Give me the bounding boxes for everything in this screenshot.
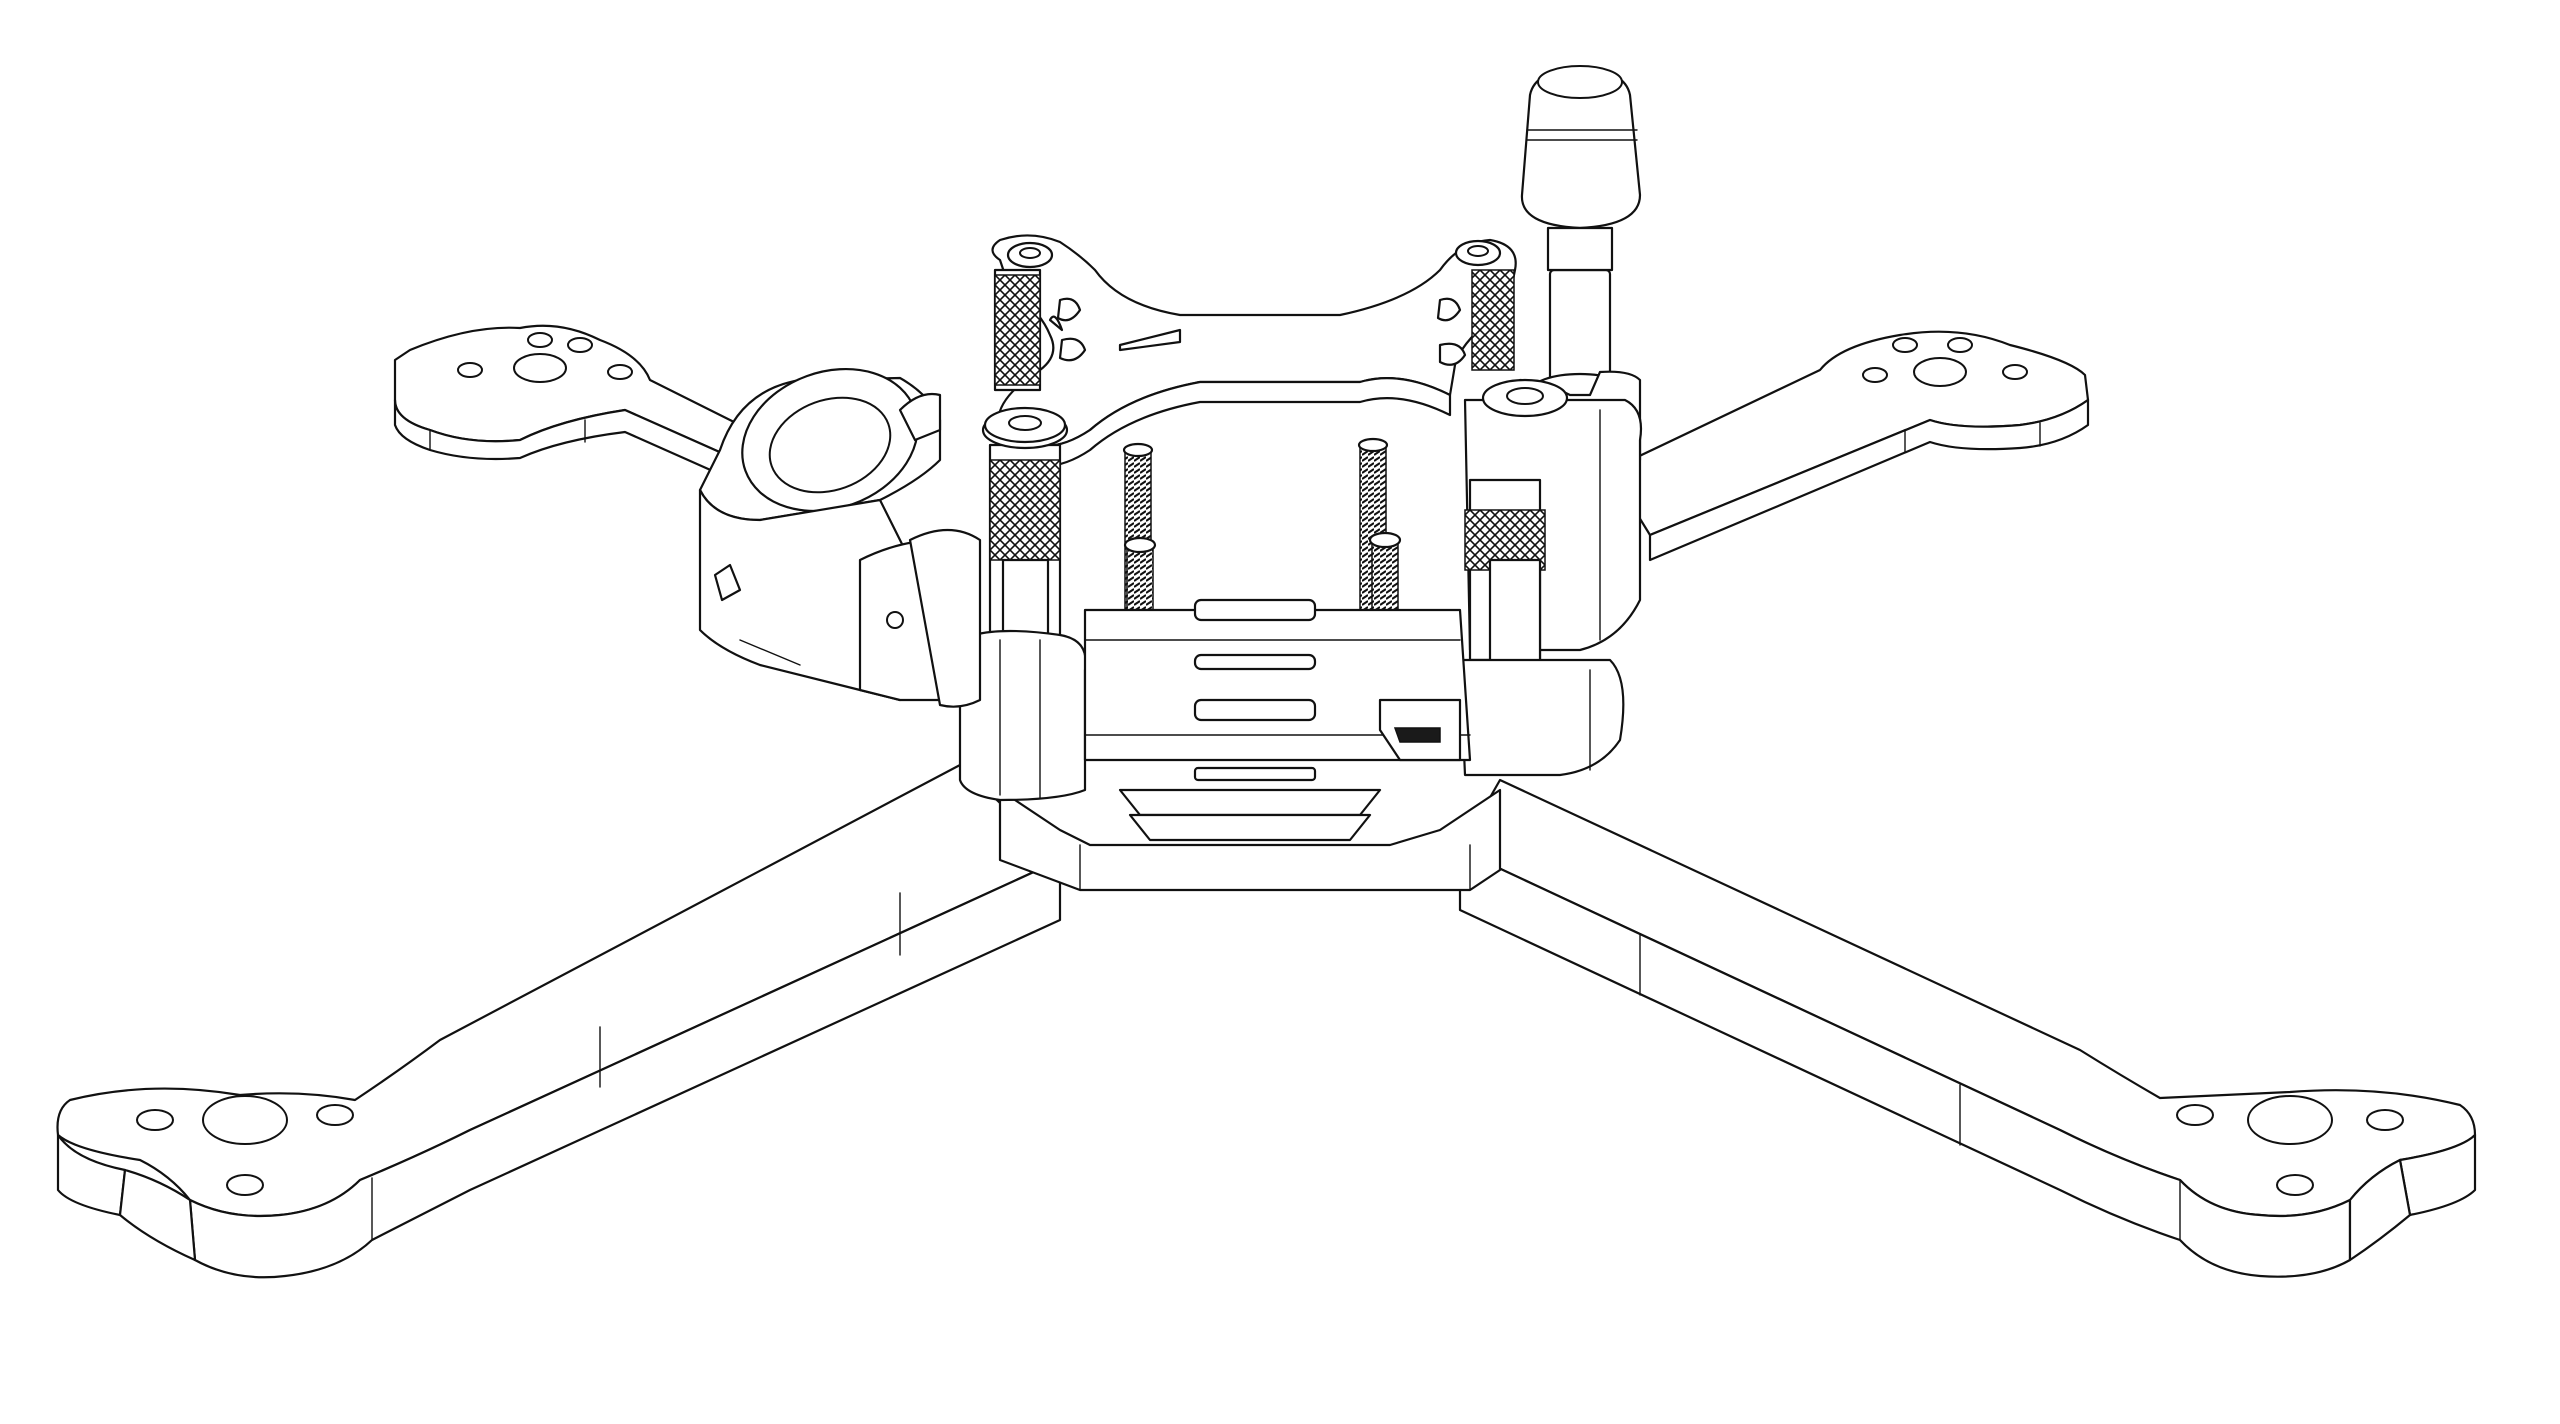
camera-mount <box>698 367 982 708</box>
front-left-screw <box>983 406 1067 444</box>
arm-rear-right <box>1608 330 2090 562</box>
bottom-plate <box>998 766 1502 892</box>
standoffs <box>981 268 1625 777</box>
top-plate <box>991 234 1517 468</box>
stack-plates <box>1083 598 1472 762</box>
arm-rear-left <box>393 324 802 494</box>
arm-front-left <box>56 763 1062 1279</box>
arm-front-right <box>1458 778 2477 1278</box>
